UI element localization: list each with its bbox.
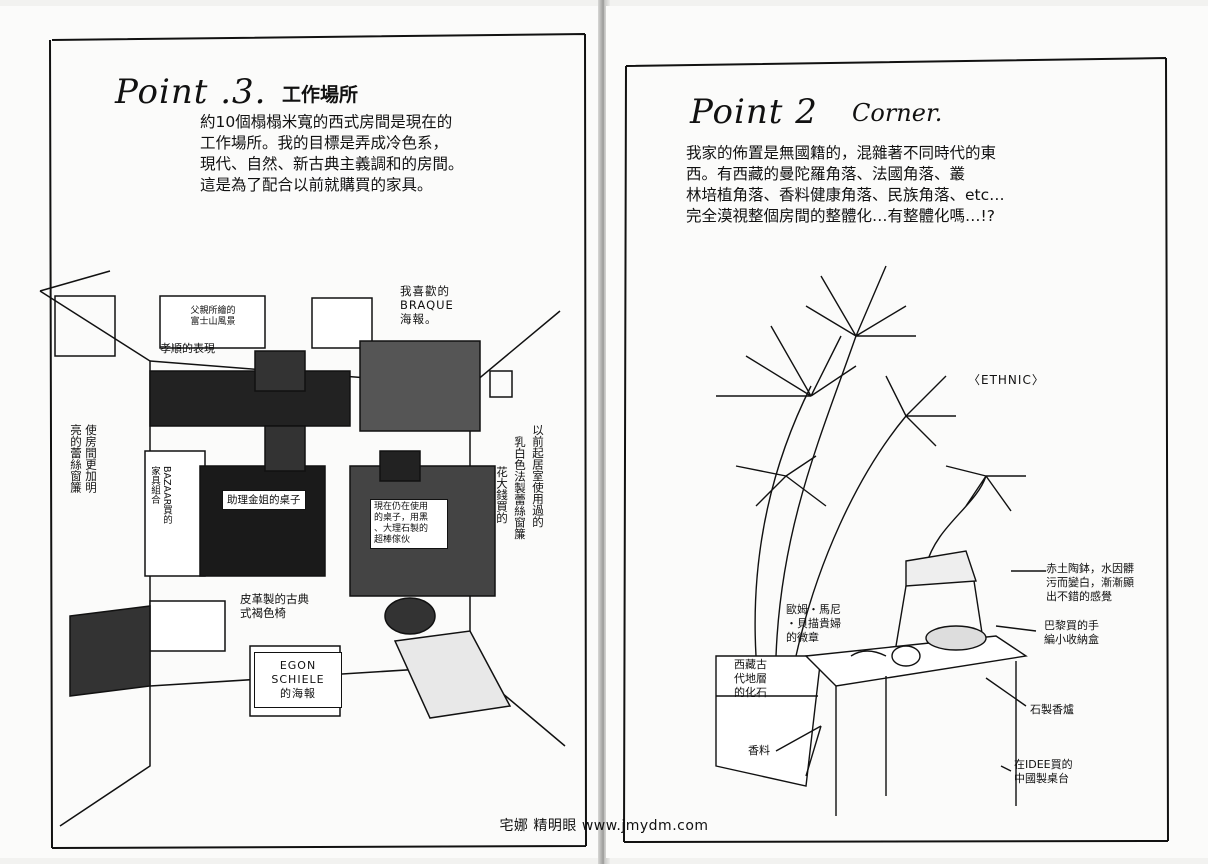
badge-label: 歐姆・馬尼 ・貝描貴婦 的微章 [786, 603, 841, 644]
assistant-desk-label: 助理金姐的桌子 [222, 490, 306, 510]
right-manga-page: Point 2 Corner. 我家的佈置是無國籍的，混雜著不同時代的東 西。有… [606, 6, 1208, 858]
point-3-title: Point .3. [115, 72, 267, 112]
clay-pot-label: 赤土陶鉢，水因髒 污而變白，漸漸顯 出不錯的感覺 [1046, 562, 1134, 603]
expensive-note: 花大錢買的 [495, 466, 509, 524]
left-page-border [49, 33, 587, 849]
room-illustration [39, 270, 566, 827]
bazaar-furniture-label: BAZAAR買的 家具組合 [148, 466, 172, 571]
lace-curtain-label: 使房間更加明 亮的蕾絲窗簾 [69, 424, 98, 493]
chinese-table-label: 在IDEE買的 中國製桌台 [1014, 758, 1073, 785]
ethnic-label: 〈ETHNIC〉 [968, 373, 1045, 387]
right-page-border [623, 57, 1169, 843]
french-lace-note: 乳白色法製蕾絲窗簾 [513, 436, 527, 540]
woven-box-label: 巴黎買的手 編小收納盒 [1044, 619, 1099, 646]
egon-schiele-label: EGON SCHIELE 的海報 [254, 652, 342, 708]
left-page-art [39, 33, 587, 849]
workspace-subtitle: 工作場所 [282, 84, 359, 106]
right-page-art [623, 57, 1169, 843]
corner-subtitle: Corner. [852, 99, 943, 127]
filial-label: 孝順的表現 [160, 342, 215, 355]
tibet-fossil-label: 西藏古 代地層 的化石 [734, 658, 767, 699]
spice-label: 香料 [748, 744, 770, 757]
stone-incense-label: 石製香爐 [1030, 703, 1074, 716]
workspace-description: 約10個榻榻米寬的西式房間是現在的 工作場所。我的目標是弄成冷色系， 現代、自然… [200, 113, 464, 194]
left-manga-page: Point .3. 工作場所 約10個榻榻米寬的西式房間是現在的 工作場所。我的… [0, 6, 600, 858]
corner-description: 我家的佈置是無國籍的，混雜著不同時代的東 西。有西藏的曼陀羅角落、法國角落、叢 … [686, 144, 1005, 225]
marble-desk-label: 現在仍在使用 的桌子，用黑 、大理石製的 超棒傢伙 [370, 499, 448, 549]
living-room-note: 以前起居室使用過的 [531, 424, 545, 528]
braque-poster-label: 我喜歡的 BRAQUE 海報。 [400, 284, 454, 326]
father-painting-label: 父親所繪的 富士山風景 [190, 306, 236, 327]
scan-credits: 宅娜 精明眼 www.jmydm.com [499, 818, 709, 834]
plant-illustration [715, 265, 1046, 816]
point-2-title: Point 2 [690, 92, 818, 132]
leather-chair-label: 皮革製的古典 式褐色椅 [240, 592, 309, 620]
